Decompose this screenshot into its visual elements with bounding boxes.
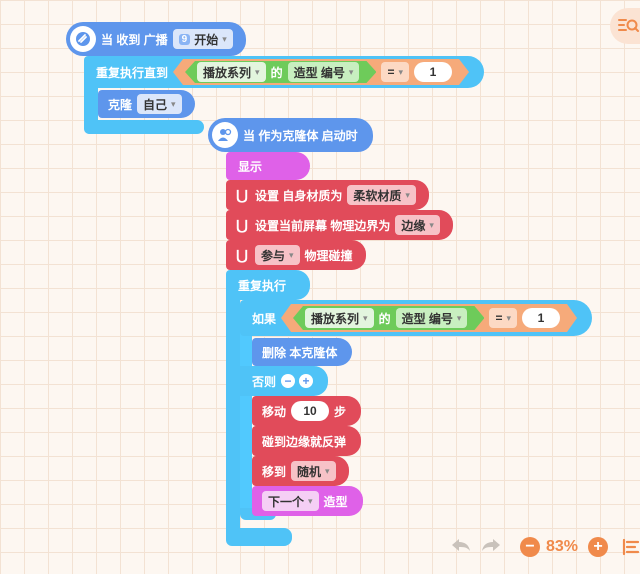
undo-button[interactable] [450, 537, 472, 557]
broadcast-dropdown-value: 开始 [194, 32, 219, 47]
delete-clone-block[interactable]: 删除 本克隆体 [252, 338, 353, 366]
clone-start-label: 当 作为克隆体 启动时 [243, 128, 358, 143]
else-row: 否则 − + [240, 366, 328, 396]
chevron-down-icon: ▾ [289, 249, 294, 260]
else-label: 否则 [252, 374, 277, 389]
broadcast-label: 当 收到 广播 [101, 32, 168, 47]
sprite-property-reporter[interactable]: 播放系列 ▾ 的 造型 编号 ▾ [293, 306, 484, 330]
chevron-down-icon: ▾ [325, 465, 330, 476]
chevron-down-icon: ▾ [255, 66, 260, 77]
costume-dropdown[interactable]: 下一个 ▾ [262, 491, 319, 511]
clone-start-hat-block[interactable]: 当 作为克隆体 启动时 [208, 118, 373, 152]
property-dropdown[interactable]: 造型 编号 ▾ [396, 308, 468, 328]
search-list-icon [618, 17, 640, 36]
set-material-block[interactable]: ⋃ 设置 自身材质为 柔软材质 ▾ [226, 180, 429, 210]
redo-icon [480, 539, 502, 558]
sprite-dropdown[interactable]: 播放系列 ▾ [305, 308, 374, 328]
clone-icon [212, 122, 238, 148]
chevron-down-icon: ▾ [308, 495, 313, 506]
move-label: 移动 [262, 404, 287, 419]
plus-icon: + [593, 538, 603, 555]
align-left-icon [622, 538, 640, 559]
remove-branch-button[interactable]: − [281, 374, 296, 388]
redo-button[interactable] [480, 537, 502, 557]
set-bounds-label: 设置当前屏幕 物理边界为 [255, 218, 391, 233]
magnet-icon: ⋃ [236, 216, 248, 233]
if-label: 如果 [252, 311, 277, 326]
chevron-down-icon: ▾ [456, 312, 462, 323]
broadcast-hat-block[interactable]: 当 收到 广播 9 开始 ▾ [66, 22, 246, 56]
goto-block[interactable]: 移到 随机 ▾ [252, 456, 349, 486]
sprite-dropdown[interactable]: 播放系列 ▾ [197, 62, 266, 82]
forever-c-body [226, 284, 240, 536]
chevron-down-icon: ▾ [405, 189, 410, 200]
next-costume-label: 造型 [323, 494, 348, 509]
set-material-label: 设置 自身材质为 [255, 188, 343, 203]
collision-label: 物理碰撞 [304, 248, 353, 263]
goto-target-dropdown[interactable]: 随机 ▾ [291, 461, 336, 481]
zoom-level: 83% [546, 538, 579, 555]
clone-label: 克隆 [108, 97, 133, 112]
chevron-down-icon: ▾ [348, 66, 354, 77]
if-block[interactable]: 如果 播放系列 ▾ 的 造型 编号 ▾ = ▾ 1 [240, 300, 592, 336]
collision-block[interactable]: ⋃ 参与 ▾ 物理碰撞 [226, 240, 366, 270]
if-c-body [240, 318, 252, 518]
magnet-icon: ⋃ [236, 246, 248, 263]
condition-equals[interactable]: 播放系列 ▾ 的 造型 编号 ▾ = ▾ 1 [281, 304, 577, 332]
broadcast-icon [70, 26, 96, 52]
forever-block[interactable]: 重复执行 [226, 270, 310, 300]
chevron-down-icon: ▾ [222, 33, 227, 44]
show-block[interactable]: 显示 [226, 152, 310, 180]
bounce-block[interactable]: 碰到边缘就反弹 [252, 426, 362, 456]
property-dropdown[interactable]: 造型 编号 ▾ [288, 62, 360, 82]
collision-dropdown[interactable]: 参与 ▾ [255, 245, 300, 265]
message-badge: 9 [178, 33, 191, 45]
zoom-out-button[interactable]: − [520, 537, 540, 557]
set-bounds-block[interactable]: ⋃ 设置当前屏幕 物理边界为 边缘 ▾ [226, 210, 453, 240]
broadcast-dropdown[interactable]: 9 开始 ▾ [172, 29, 233, 49]
delete-clone-label: 删除 本克隆体 [262, 345, 338, 360]
magnet-icon: ⋃ [236, 186, 248, 203]
show-label: 显示 [238, 159, 263, 174]
operator-dropdown[interactable]: = ▾ [489, 308, 517, 328]
compare-value-input[interactable]: 1 [522, 308, 560, 328]
chevron-down-icon: ▾ [363, 312, 368, 323]
move-steps-input[interactable]: 10 [291, 401, 330, 421]
block-search-button[interactable] [610, 8, 640, 44]
minus-icon: − [525, 538, 535, 555]
zoom-in-button[interactable]: + [588, 537, 608, 557]
clone-block[interactable]: 克隆 自己 ▾ [98, 90, 195, 118]
move-unit: 步 [334, 404, 347, 419]
repeat-until-block[interactable]: 重复执行直到 播放系列 ▾ 的 造型 编号 ▾ = ▾ 1 [84, 56, 484, 88]
bounds-dropdown[interactable]: 边缘 ▾ [395, 215, 440, 235]
sprite-property-reporter[interactable]: 播放系列 ▾ 的 造型 编号 ▾ [185, 61, 376, 83]
compare-value-input[interactable]: 1 [414, 62, 452, 82]
forever-label: 重复执行 [238, 278, 287, 293]
condition-equals[interactable]: 播放系列 ▾ 的 造型 编号 ▾ = ▾ 1 [173, 59, 469, 85]
bounce-label: 碰到边缘就反弹 [262, 434, 347, 449]
operator-dropdown[interactable]: = ▾ [381, 62, 409, 82]
goto-label: 移到 [262, 464, 287, 479]
chevron-down-icon: ▾ [171, 98, 176, 109]
next-costume-block[interactable]: 下一个 ▾ 造型 [252, 486, 363, 516]
chevron-down-icon: ▾ [398, 66, 403, 77]
move-block[interactable]: 移动 10 步 [252, 396, 362, 426]
clean-up-button[interactable] [622, 538, 640, 556]
chevron-down-icon: ▾ [429, 219, 434, 230]
forever-c-bottom [226, 528, 292, 546]
chevron-down-icon: ▾ [506, 312, 511, 323]
repeat-until-label: 重复执行直到 [96, 65, 169, 80]
add-branch-button[interactable]: + [299, 374, 314, 388]
material-dropdown[interactable]: 柔软材质 ▾ [347, 185, 416, 205]
repeat-until-c-bottom [84, 120, 204, 134]
undo-icon [450, 539, 472, 558]
clone-target-dropdown[interactable]: 自己 ▾ [137, 94, 182, 114]
